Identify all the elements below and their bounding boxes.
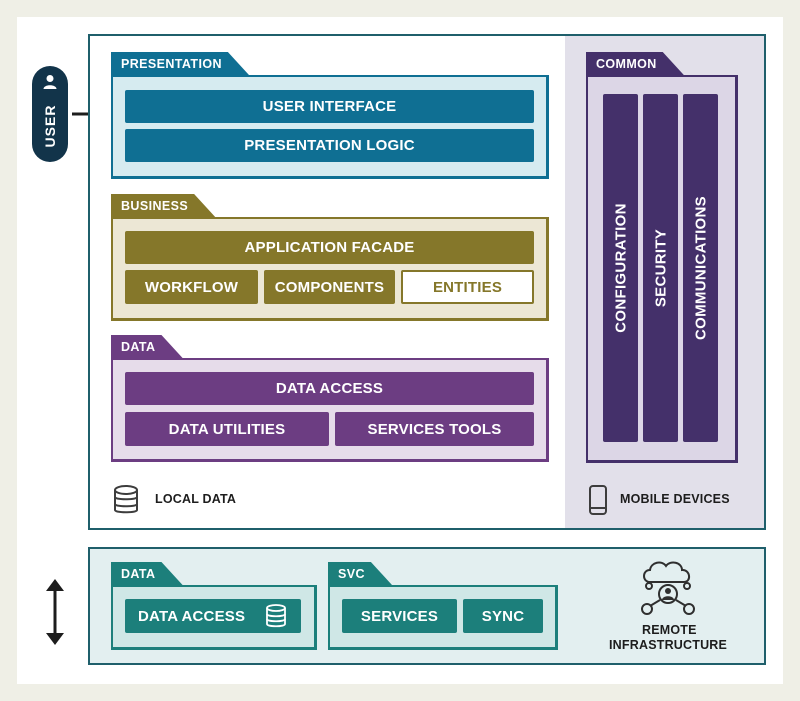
- workflow-box: WORKFLOW: [125, 270, 258, 304]
- application-facade-bar: APPLICATION FACADE: [125, 231, 534, 264]
- mobile-device-icon: [589, 485, 607, 515]
- data-tab: DATA: [111, 335, 183, 359]
- cloud-network-icon: [641, 561, 695, 615]
- sync-arrow-icon: [46, 579, 64, 645]
- sync-box: SYNC: [463, 599, 543, 633]
- user-interface-bar: USER INTERFACE: [125, 90, 534, 123]
- configuration-label: CONFIGURATION: [612, 203, 629, 333]
- presentation-tab: PRESENTATION: [111, 52, 250, 76]
- entities-box: ENTITIES: [401, 270, 534, 304]
- data-access-bar: DATA ACCESS: [125, 372, 534, 405]
- services-tools-box: SERVICES TOOLS: [335, 412, 534, 446]
- remote-label-line2: INFRASTRUCTURE: [609, 638, 728, 652]
- database-icon: [114, 485, 138, 514]
- remote-label-line1: REMOTE: [642, 623, 697, 637]
- configuration-bar: CONFIGURATION: [603, 94, 638, 442]
- communications-label: COMMUNICATIONS: [692, 196, 709, 340]
- presentation-logic-bar: PRESENTATION LOGIC: [125, 129, 534, 162]
- database-icon: [266, 604, 286, 628]
- user-label: USER: [42, 104, 58, 148]
- components-box: COMPONENTS: [264, 270, 395, 304]
- data-utilities-box: DATA UTILITIES: [125, 412, 329, 446]
- security-label: SECURITY: [652, 228, 669, 308]
- communications-bar: COMMUNICATIONS: [683, 94, 718, 442]
- mobile-devices-label: MOBILE DEVICES: [620, 492, 730, 506]
- user-badge: USER: [32, 66, 68, 162]
- local-data-label: LOCAL DATA: [155, 492, 237, 506]
- remote-data-access-label: DATA ACCESS: [138, 607, 246, 625]
- remote-data-access-bar: DATA ACCESS: [125, 599, 301, 633]
- security-bar: SECURITY: [643, 94, 678, 442]
- user-icon: [43, 75, 57, 89]
- services-box: SERVICES: [342, 599, 457, 633]
